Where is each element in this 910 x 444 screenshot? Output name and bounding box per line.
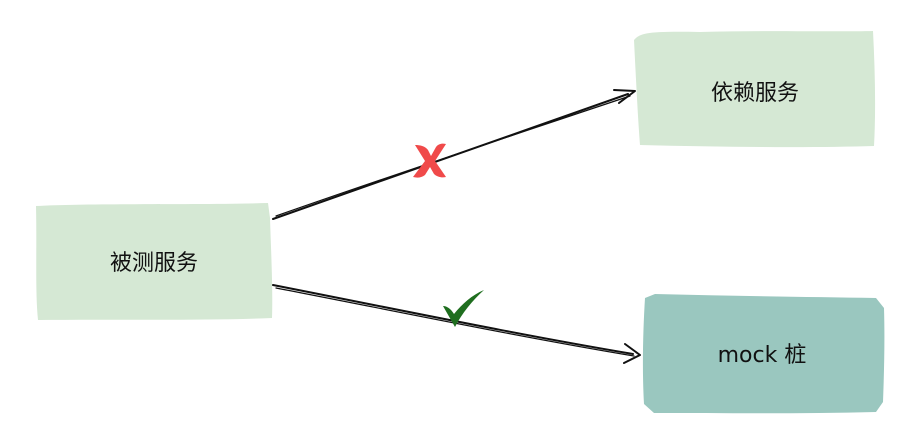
node-service-under-test-box (36, 203, 273, 320)
node-dependency-service[interactable]: 依赖服务 (634, 31, 876, 148)
connector-to-dependency (272, 89, 636, 220)
node-service-under-test-label: 被测服务 (110, 251, 198, 276)
node-mock-stub[interactable]: mock 桩 (642, 294, 885, 414)
arrowhead-to-mock (623, 343, 641, 364)
arrowhead-to-dependency (613, 89, 636, 104)
cross-mark-icon (413, 143, 446, 178)
node-dependency-service-box (634, 31, 876, 148)
check-mark-icon (443, 290, 484, 327)
node-service-under-test[interactable]: 被测服务 (36, 203, 273, 320)
node-mock-stub-label: mock 桩 (718, 343, 807, 368)
node-mock-stub-box (642, 294, 885, 414)
node-dependency-service-label: 依赖服务 (711, 81, 799, 106)
connector-to-mock (272, 284, 641, 364)
